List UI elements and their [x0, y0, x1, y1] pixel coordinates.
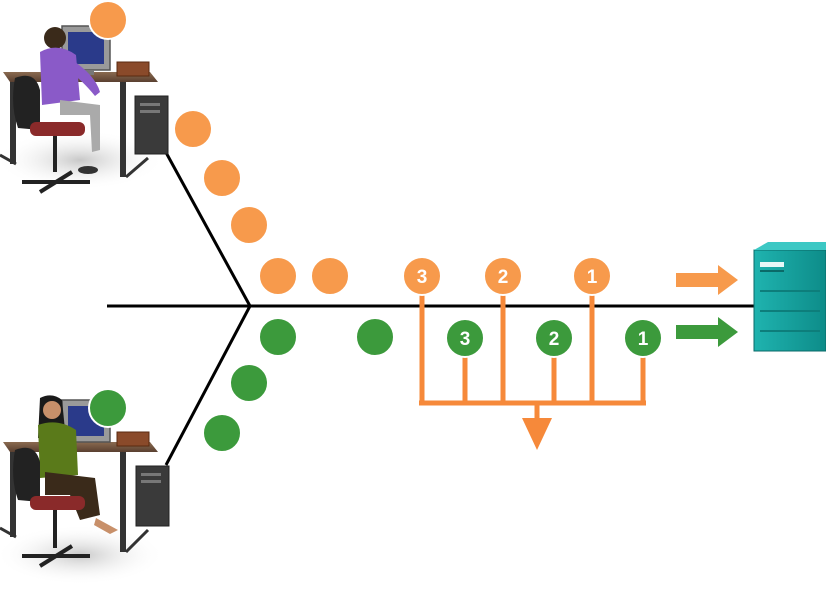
- packet-number: 2: [549, 329, 560, 350]
- green-numbered-packets: 3 2 1: [445, 318, 663, 358]
- green-packet: [229, 363, 269, 403]
- server-tower-icon: [753, 242, 826, 352]
- network-cables: [107, 146, 758, 466]
- orange-packet-1: 1: [572, 256, 612, 296]
- arrow-down-icon: [522, 418, 552, 450]
- green-packet: [88, 388, 128, 428]
- arrow-right-icon: [676, 317, 738, 347]
- orange-numbered-packets: 3 2 1: [402, 256, 612, 296]
- green-packet: [355, 317, 395, 357]
- orange-packet: [173, 109, 213, 149]
- orange-packet: [88, 0, 128, 40]
- orange-packet: [310, 256, 350, 296]
- packet-number: 1: [587, 267, 598, 288]
- packet-number: 3: [460, 329, 471, 350]
- packet-number: 2: [498, 267, 509, 288]
- green-packet-1: 1: [623, 318, 663, 358]
- arrow-right-icon: [676, 265, 738, 295]
- orange-packet: [229, 205, 269, 245]
- top-branch-line: [161, 146, 252, 307]
- green-packet-3: 3: [445, 318, 485, 358]
- workstation-woman-icon: [0, 395, 170, 585]
- green-packet: [258, 317, 298, 357]
- orange-packets-stream: [88, 0, 350, 296]
- workstation-man-icon: [0, 25, 169, 194]
- orange-packet-2: 2: [483, 256, 523, 296]
- packet-number: 3: [417, 267, 428, 288]
- packet-number: 1: [638, 329, 649, 350]
- orange-packet-3: 3: [402, 256, 442, 296]
- green-packet: [202, 413, 242, 453]
- orange-packet: [202, 158, 242, 198]
- orange-packet: [258, 256, 298, 296]
- green-packet-2: 2: [534, 318, 574, 358]
- green-packets-stream: [88, 317, 395, 453]
- bottom-branch-line: [164, 305, 252, 466]
